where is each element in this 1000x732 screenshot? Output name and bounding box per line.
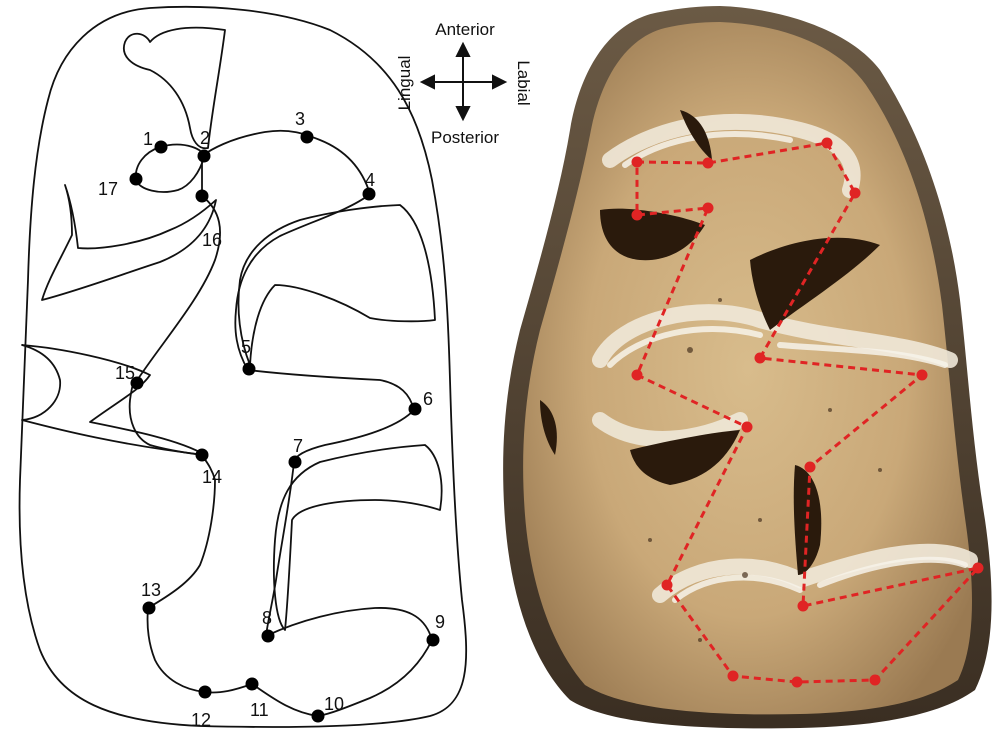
landmark-dot-2 — [198, 150, 211, 163]
arrow-down-icon — [457, 107, 469, 119]
compass-posterior: Posterior — [431, 128, 499, 147]
photo-landmark-dot-3 — [822, 138, 833, 149]
landmark-dot-16 — [196, 190, 209, 203]
landmark-dot-17 — [130, 173, 143, 186]
photo-landmark-dot-7 — [805, 462, 816, 473]
compass-arrows — [422, 44, 505, 119]
photo-landmark-dot-2 — [703, 158, 714, 169]
photo-landmark-dot-1 — [632, 157, 643, 168]
landmark-dot-11 — [246, 678, 259, 691]
landmark-label-14: 14 — [202, 467, 222, 487]
landmark-label-11: 11 — [250, 700, 269, 720]
landmark-dot-8 — [262, 630, 275, 643]
photo-landmark-dot-4 — [850, 188, 861, 199]
labial-mid-fold — [274, 445, 442, 630]
compass-anterior: Anterior — [435, 20, 495, 39]
lingual-anterior-fold — [42, 185, 216, 300]
landmark-label-13: 13 — [141, 580, 161, 600]
labial-upper-fold — [238, 205, 435, 365]
landmark-dot-9 — [427, 634, 440, 647]
landmark-dot-14 — [196, 449, 209, 462]
lingual-mid-fold — [22, 345, 205, 455]
landmark-points: 1234567891011121314151617 — [98, 109, 445, 730]
landmark-label-6: 6 — [423, 389, 433, 409]
photo-landmark-dot-10 — [870, 675, 881, 686]
landmark-dot-13 — [143, 602, 156, 615]
photo-landmark-dot-12 — [728, 671, 739, 682]
tooth-photograph — [503, 6, 991, 728]
landmark-dot-3 — [301, 131, 314, 144]
photo-landmark-dot-14 — [742, 422, 753, 433]
landmark-label-10: 10 — [324, 694, 344, 714]
photo-landmark-dot-5 — [755, 353, 766, 364]
landmark-label-16: 16 — [202, 230, 222, 250]
photo-landmark-dot-6 — [917, 370, 928, 381]
landmark-label-12: 12 — [191, 710, 211, 730]
landmark-label-8: 8 — [262, 608, 272, 628]
landmark-dot-1 — [155, 141, 168, 154]
photo-landmark-dot-17 — [632, 210, 643, 221]
landmark-label-17: 17 — [98, 179, 118, 199]
mesial-loop — [136, 145, 204, 192]
landmark-dot-10 — [312, 710, 325, 723]
landmark-label-2: 2 — [200, 128, 210, 148]
compass-labial: Labial — [514, 60, 533, 105]
central-sulcus — [130, 131, 432, 716]
landmark-label-9: 9 — [435, 612, 445, 632]
landmark-label-4: 4 — [365, 170, 375, 190]
landmark-dot-6 — [409, 403, 422, 416]
arrow-up-icon — [457, 44, 469, 56]
compass-lingual: Lingual — [395, 56, 414, 111]
photo-landmark-dot-8 — [798, 601, 809, 612]
arrow-right-icon — [493, 76, 505, 88]
orientation-compass: Anterior Posterior Lingual Labial — [395, 20, 533, 147]
photo-landmark-dot-15 — [632, 370, 643, 381]
arrow-left-icon — [422, 76, 434, 88]
landmark-label-15: 15 — [115, 363, 135, 383]
photo-landmark-dot-13 — [662, 580, 673, 591]
photo-landmark-dot-16 — [703, 203, 714, 214]
landmark-label-7: 7 — [293, 436, 303, 456]
photo-landmark-dot-11 — [792, 677, 803, 688]
landmark-dot-7 — [289, 456, 302, 469]
landmark-label-3: 3 — [295, 109, 305, 129]
landmark-label-5: 5 — [241, 337, 251, 357]
landmark-dot-12 — [199, 686, 212, 699]
landmark-dot-5 — [243, 363, 256, 376]
photo-landmark-dot-9 — [973, 563, 984, 574]
landmark-label-1: 1 — [143, 129, 153, 149]
